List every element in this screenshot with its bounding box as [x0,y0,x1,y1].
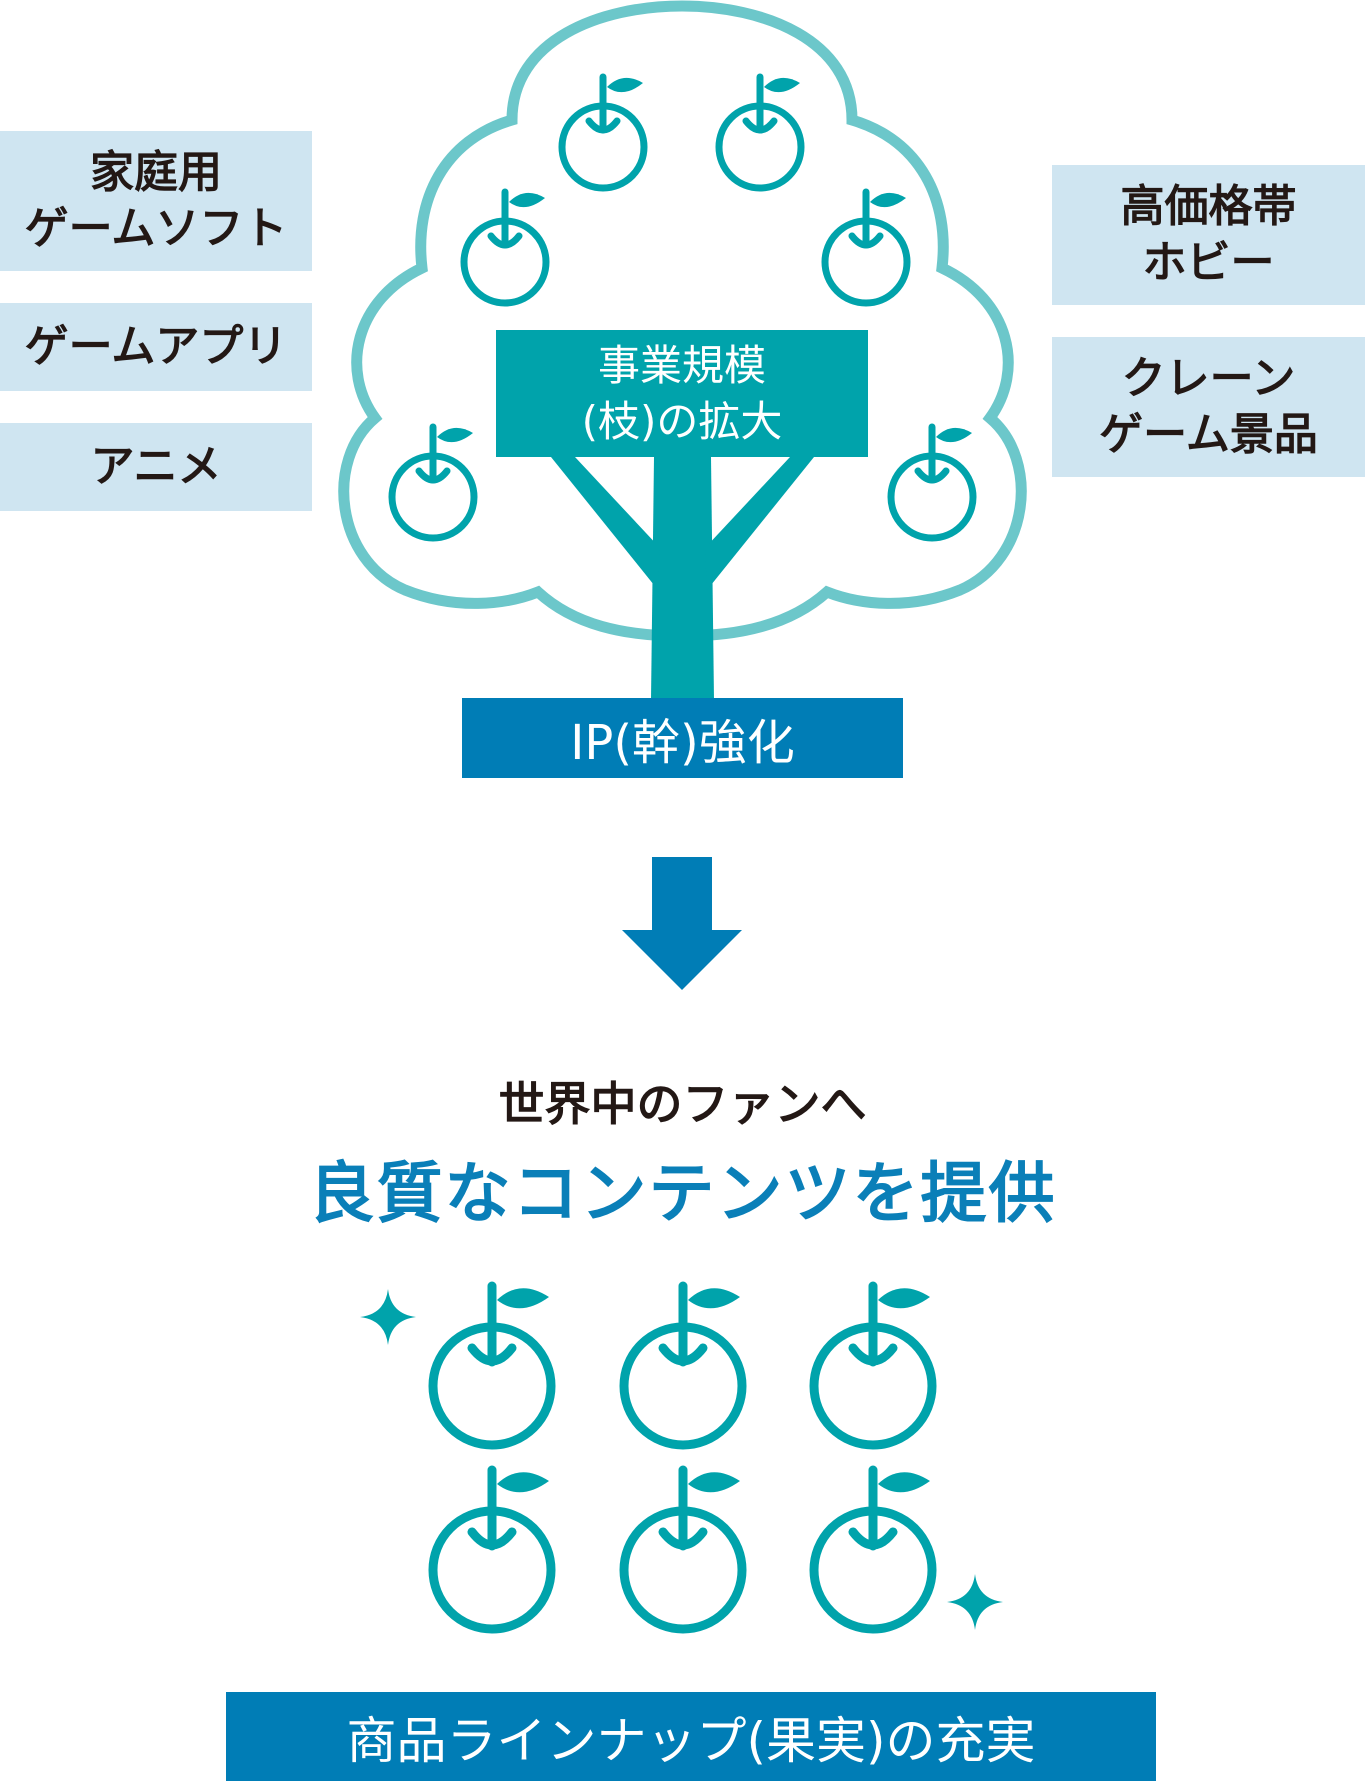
branches-label: 事業規模 (枝)の拡大 [496,330,868,457]
branches-label-line: 事業規模 [597,340,766,390]
category-premium-hobby: 高価格帯 ホビー [1052,165,1365,305]
category-game-app: ゲームアプリ [0,303,312,391]
category-line: ゲーム景品 [1099,409,1318,460]
category-line: 家庭用 [90,147,222,198]
fruit-icon [624,1286,742,1445]
message-line-1: 世界中のファンへ [498,1077,867,1131]
message-headline: 良質なコンテンツを提供 [308,1155,1057,1232]
category-line: ゲームソフト [24,203,288,254]
fruit-icon [433,1286,551,1445]
tree-trunk [651,457,714,700]
category-line: ゲームアプリ [24,321,288,372]
category-line: アニメ [90,441,222,492]
tree-canopy [338,0,1027,642]
down-arrow-icon [622,857,742,990]
fruit-label: 商品ラインナップ(果実)の充実 [226,1692,1156,1781]
category-line: 高価格帯 [1120,181,1297,232]
tree-branch-left [551,457,660,590]
fruit-icon [624,1470,742,1629]
fruit-icon [814,1286,932,1445]
category-line: ホビー [1142,237,1275,288]
category-crane-game-prizes: クレーン ゲーム景品 [1052,337,1365,477]
category-line: クレーン [1121,353,1296,404]
fruit-icon [433,1470,551,1629]
sparkle-icon [360,1289,416,1345]
category-anime: アニメ [0,423,312,511]
category-home-game-software: 家庭用 ゲームソフト [0,131,312,271]
tree-branch-right [705,457,814,590]
trunk-label: IP(幹)強化 [462,698,903,778]
fruit-icon [814,1470,932,1629]
trunk-label-text: IP(幹)強化 [570,715,795,771]
branches-label-line: (枝)の拡大 [581,396,783,446]
sparkle-icon [947,1574,1003,1630]
fruit-label-text: 商品ラインナップ(果実)の充実 [346,1711,1036,1770]
